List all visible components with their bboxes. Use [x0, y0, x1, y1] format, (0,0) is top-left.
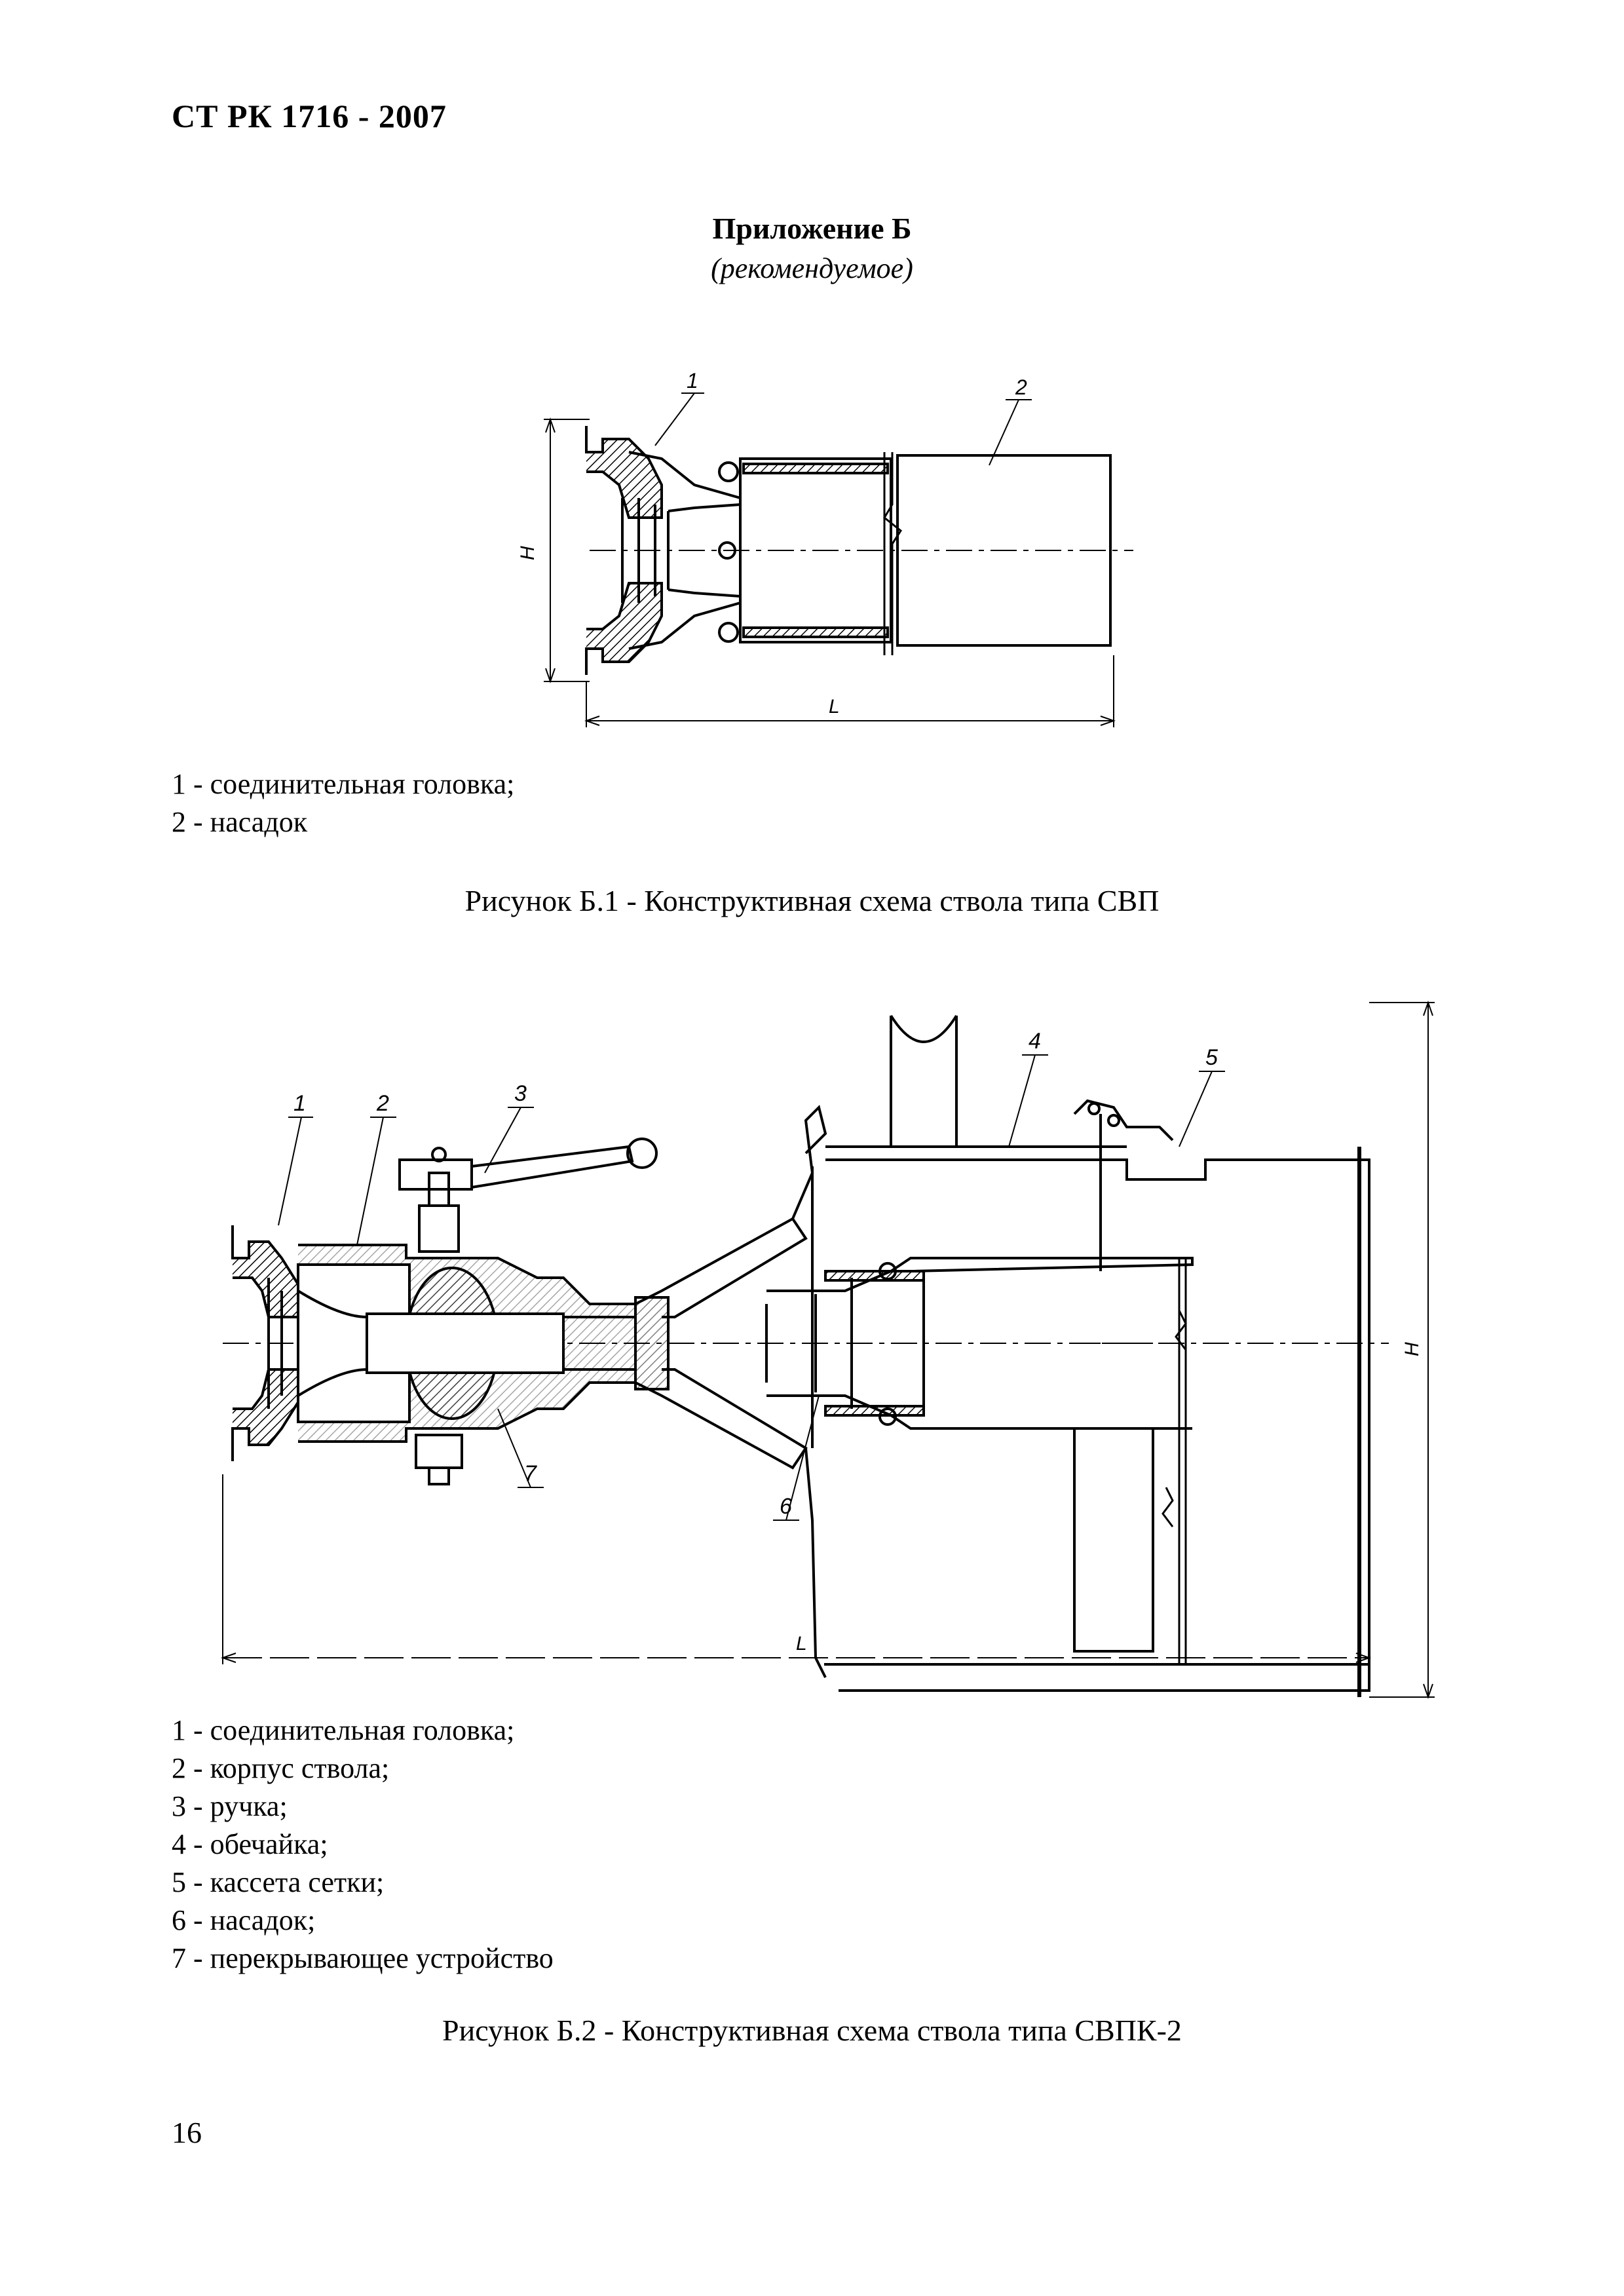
fig1-label-1: 1 [687, 369, 698, 392]
fig1-dim-l: L [829, 696, 840, 718]
legend-item: 6 - насадок; [172, 1904, 316, 1936]
fig1-label-2: 2 [1015, 375, 1027, 399]
legend-item: 7 - перекрывающее устройство [172, 1942, 554, 1974]
fig2-dim-l: L [796, 1633, 807, 1655]
fig1-dim-h: H [517, 546, 538, 560]
figure-1-drawing: 1 2 H L [517, 369, 1133, 727]
legend-item: 2 - насадок [172, 806, 308, 838]
fig2-dim-h: H [1401, 1342, 1423, 1356]
fig2-label-2: 2 [376, 1091, 389, 1116]
fig2-label-6: 6 [780, 1494, 792, 1519]
legend-item: 3 - ручка; [172, 1790, 288, 1822]
legend-item: 2 - корпус ствола; [172, 1752, 390, 1784]
appendix-title: Приложение Б [712, 212, 912, 245]
legend-item: 1 - соединительная головка; [172, 768, 515, 800]
legend-item: 5 - кассета сетки; [172, 1866, 385, 1898]
appendix-subtitle: (рекомендуемое) [711, 252, 913, 284]
fig2-label-1: 1 [293, 1091, 306, 1116]
fig2-label-5: 5 [1205, 1045, 1218, 1070]
figure-1-caption: Рисунок Б.1 - Конструктивная схема ствол… [464, 884, 1160, 917]
figure-2-drawing: 1 2 3 4 5 6 7 H L [220, 1000, 1435, 1700]
fig2-label-3: 3 [514, 1081, 527, 1106]
legend-item: 4 - обечайка; [172, 1828, 328, 1860]
document-header: СТ РК 1716 - 2007 [172, 98, 447, 134]
legend-item: 1 - соединительная головка; [172, 1714, 515, 1746]
figure-2-legend: 1 - соединительная головка; 2 - корпус с… [172, 1712, 554, 1978]
figure-1-legend: 1 - соединительная головка; 2 - насадок [172, 765, 514, 841]
fig2-label-4: 4 [1029, 1029, 1041, 1054]
figure-2-caption: Рисунок Б.2 - Конструктивная схема ствол… [442, 2014, 1182, 2047]
fig2-label-7: 7 [524, 1461, 537, 1486]
page-number: 16 [172, 2116, 202, 2149]
